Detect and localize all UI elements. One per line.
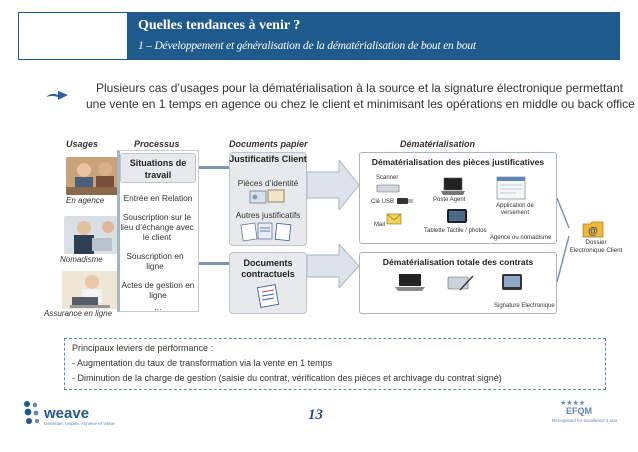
mail-label: Mail — [374, 222, 386, 228]
process-item: Actes de gestion en ligne — [121, 280, 195, 300]
laptop-icon — [395, 274, 425, 291]
column-header-usages: Usages — [66, 139, 99, 149]
efqm-stars-icon: ★★★★ — [560, 399, 585, 406]
application-label: Application de versement — [496, 203, 534, 216]
arrow-right-icon — [46, 91, 68, 100]
signature-electronique-label: Signature Electronique — [494, 303, 555, 309]
page-number: 13 — [308, 407, 323, 423]
levers-box — [64, 338, 606, 390]
arrow-right-icon — [307, 160, 359, 210]
efqm-brand: EFQM — [566, 406, 592, 416]
demat-justificatifs-title: Dématérialisation des pièces justificati… — [371, 157, 545, 167]
contrats-title: Documents contractuels — [241, 258, 295, 279]
lever-item: - Augmentation du taux de transformation… — [72, 358, 333, 368]
contract-document-icon — [256, 284, 280, 308]
levers-title: Principaux leviers de performance : — [72, 343, 214, 353]
intro-text-line1: Plusieurs cas d’usages pour la dématéria… — [96, 81, 623, 95]
connector-bar — [199, 166, 229, 169]
stylus-icon — [447, 275, 474, 291]
header-logo-area — [18, 12, 128, 60]
application-window-icon — [496, 176, 526, 200]
id-cards-icon — [249, 189, 285, 204]
weave-brand: weave — [44, 405, 90, 422]
weave-tagline: Generate, Inspire, Achieve et Value — [44, 421, 115, 426]
usage-label-nomadisme: Nomadisme — [60, 255, 103, 264]
agence-photo — [66, 157, 122, 195]
dossier-client-icon: @ — [582, 221, 604, 238]
dossier-client-label: Dossier Electronique Client — [569, 239, 623, 254]
nomadisme-photo — [64, 216, 120, 254]
column-header-documents: Documents papier — [229, 139, 308, 149]
process-title: Situations de travail — [120, 153, 196, 183]
usb-key-icon — [397, 198, 413, 204]
assurance-en-ligne-photo — [62, 271, 118, 309]
column-header-processus: Processus — [134, 139, 180, 149]
demat-contrats-title: Dématérialisation totale des contrats — [382, 257, 534, 267]
justificatifs-title: Justificatifs Client — [229, 154, 307, 164]
slide-subtitle: 1 – Développement et généralisation de l… — [138, 40, 476, 52]
signature-pad-icon — [502, 274, 522, 290]
pieces-identite-label: Pièces d’identité — [237, 178, 299, 188]
connector-lines — [557, 197, 570, 283]
weave-logo-icon — [24, 401, 39, 424]
process-item: Entrée en Relation — [123, 193, 193, 203]
svg-text:★★★★: ★★★★ — [560, 399, 585, 406]
intro-text-line2: une vente en 1 temps en agence ou chez l… — [86, 97, 635, 111]
laptop-icon — [441, 177, 465, 195]
agence-nomadisme-label: Agence ou nomadisme — [490, 235, 552, 241]
autres-justificatifs-label: Autres justificatifs — [235, 210, 301, 220]
scanner-icon — [376, 184, 400, 193]
scanner-label: Scanner — [376, 175, 399, 181]
arrow-right-icon — [307, 244, 359, 288]
slide-title: Quelles tendances à venir ? — [138, 18, 301, 33]
mail-icon — [386, 213, 402, 225]
lever-item: - Diminution de la charge de gestion (sa… — [72, 373, 502, 383]
process-item: Souscription sur le lieu d’échange avec … — [120, 212, 194, 242]
process-item: … — [153, 302, 163, 312]
cle-usb-label: Clé USB — [371, 199, 395, 205]
column-header-demat: Dématérialisation — [400, 139, 476, 149]
efqm-tagline: Recognised for excellence 4 star — [552, 418, 618, 423]
documents-stack-icon — [240, 222, 292, 242]
usage-label-assurance: Assurance en ligne — [44, 309, 113, 318]
tablette-label: Tablette Tactile / photos — [424, 228, 487, 234]
svg-text:@: @ — [588, 226, 598, 237]
usage-label-agence: En agence — [66, 196, 105, 205]
tablet-icon — [447, 209, 467, 223]
poste-agent-label: Poste Agent — [433, 197, 466, 203]
process-item: Souscription en ligne — [126, 251, 184, 271]
connector-bar — [199, 262, 229, 265]
